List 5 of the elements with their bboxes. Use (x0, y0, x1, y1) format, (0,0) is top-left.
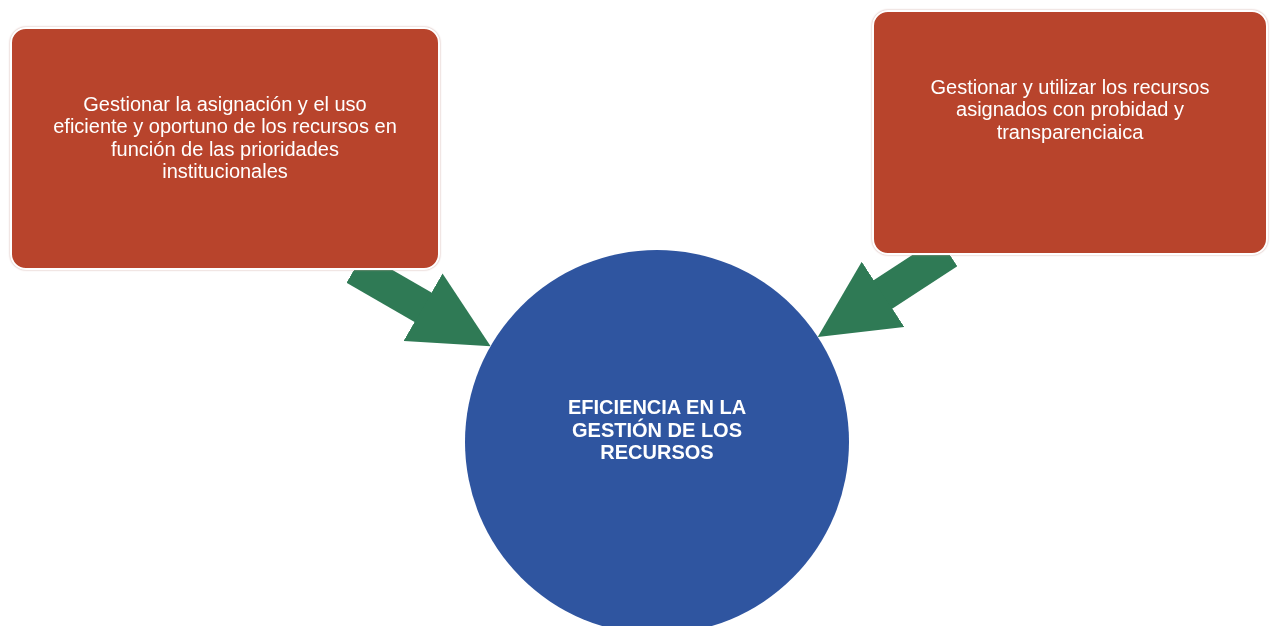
node-text: Gestionar y utilizar los recursos asignados con probidad y transparenciaica (929, 76, 1211, 144)
node-text: Gestionar la asignación y el uso eficiente y oportuno de los recursos en función de las prioridades institucionales (52, 93, 398, 183)
node-text: EFICIENCIA EN LA GESTIÓN DE LOS RECURSOS (566, 396, 748, 464)
process-box (10, 27, 440, 270)
process-box (872, 10, 1268, 255)
